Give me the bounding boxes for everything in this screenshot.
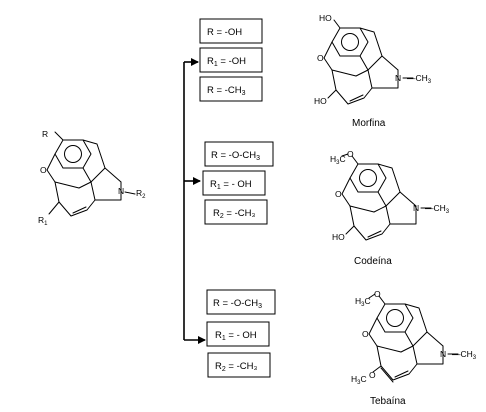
svg-text:R = -O-CH3: R = -O-CH3: [213, 298, 262, 310]
group-morfina-boxes: R = -OH R1 = -OH R = -CH3: [199, 18, 263, 102]
svg-text:R = -O-CH3: R = -O-CH3: [211, 150, 260, 162]
connector-arrows: [183, 58, 206, 344]
svg-text:R2 = -CH₃: R2 = -CH₃: [215, 361, 257, 373]
atom-tebaina-h3c-bottom: H3C: [351, 374, 367, 386]
aromatic-ring-circle: [64, 145, 82, 163]
atom-tebaina-n: N: [440, 349, 446, 359]
box-codeina-r2: R2 = -CH₃: [204, 199, 268, 225]
svg-text:R = -CH3: R = -CH3: [207, 85, 246, 97]
structure-tebaina: H3C O O N —CH3 H3C O Tebaína: [351, 289, 477, 407]
caption-codeina: Codeína: [354, 256, 392, 267]
atom-tebaina-ch3: —CH3: [452, 349, 477, 361]
structure-codeina: H3C O O N —CH3 HO Codeína: [330, 149, 450, 267]
atom-r1: R1: [38, 215, 48, 227]
caption-morfina: Morfina: [352, 118, 386, 129]
group-tebaina-boxes: R = -O-CH3 R1 = - OH R2 = -CH₃: [206, 289, 276, 378]
box-morfina-r: R = -OH: [199, 18, 263, 44]
box-morfina-r1: R1 = -OH: [199, 47, 263, 73]
box-tebaina-r1: R1 = - OH: [206, 321, 270, 347]
atom-morfina-ho-bottom: HO: [314, 96, 327, 106]
group-codeina-boxes: R = -O-CH3 R1 = - OH R2 = -CH₃: [202, 141, 274, 225]
box-codeina-r1: R1 = - OH: [202, 170, 266, 196]
svg-text:R1 = - OH: R1 = - OH: [210, 179, 252, 191]
svg-text:R1 = -OH: R1 = -OH: [207, 56, 246, 68]
atom-r2-subscript: 2: [142, 194, 146, 200]
atom-codeina-n: N: [413, 203, 419, 213]
caption-tebaina: Tebaína: [370, 396, 406, 407]
atom-r: R: [42, 129, 48, 139]
atom-n: N: [118, 186, 124, 196]
atom-tebaina-h3c-top: H3C: [355, 296, 371, 308]
aromatic-ring-bond: [54, 139, 92, 169]
atom-codeina-o-top: O: [347, 149, 354, 159]
box-morfina-r2: R = -CH3: [199, 76, 263, 102]
atom-codeina-h3c: H3C: [330, 154, 346, 166]
atom-r1-label: R: [38, 215, 44, 225]
atom-r1-subscript: 1: [44, 221, 48, 227]
general-structure: R O N R2 R1: [38, 129, 146, 227]
atom-codeina-ho: HO: [332, 232, 345, 242]
svg-text:R = -OH: R = -OH: [207, 27, 242, 38]
atom-morfina-ho-top: HO: [319, 13, 332, 23]
svg-text:R2 = -CH₃: R2 = -CH₃: [213, 208, 255, 220]
svg-text:R1 = - OH: R1 = - OH: [215, 330, 257, 342]
atom-tebaina-o-bottom: O: [369, 370, 376, 380]
atom-r2-label: R: [136, 188, 142, 198]
atom-tebaina-o: O: [362, 329, 369, 339]
atom-tebaina-o-top: O: [374, 289, 381, 299]
box-tebaina-r2: R2 = -CH₃: [207, 352, 271, 378]
atom-r2: R2: [136, 188, 146, 200]
atom-morfina-o: O: [317, 53, 324, 63]
atom-codeina-o: O: [335, 189, 342, 199]
atom-o: O: [40, 165, 47, 175]
structure-morfina: HO O N —CH3 HO Morfina: [314, 13, 432, 129]
atom-morfina-ch3: —CH3: [407, 73, 432, 85]
box-tebaina-r: R = -O-CH3: [206, 289, 276, 315]
atom-morfina-n: N: [395, 73, 401, 83]
atom-codeina-ch3: —CH3: [425, 203, 450, 215]
box-codeina-r: R = -O-CH3: [204, 141, 274, 167]
